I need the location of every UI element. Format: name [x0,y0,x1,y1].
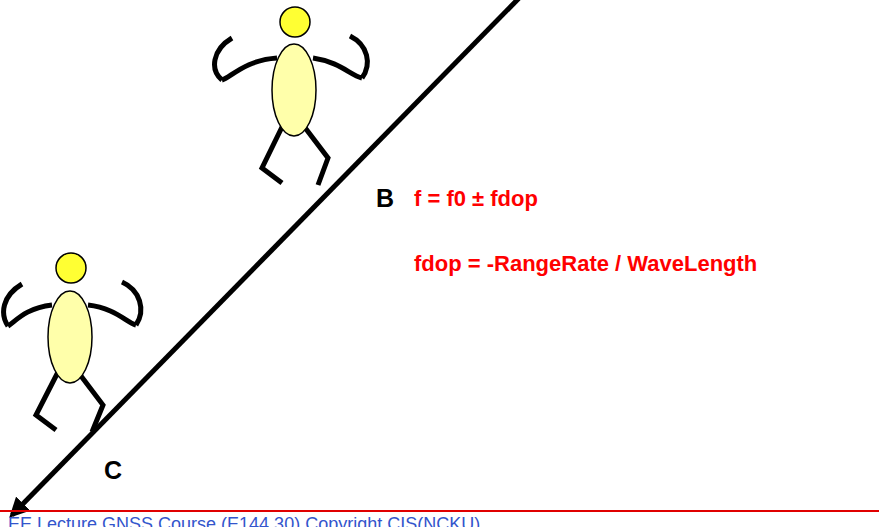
footer-text: EE Lecture GNSS Course (E144.30) Copyrig… [8,514,480,527]
point-label: C [104,456,122,485]
point-label: B [376,184,394,213]
formula: f = f0 ± fdop [414,186,538,212]
stick-figure [215,7,368,185]
footer-rule [0,510,879,512]
stick-figure [4,253,141,432]
formula: fdop = -RangeRate / WaveLength [414,251,757,277]
